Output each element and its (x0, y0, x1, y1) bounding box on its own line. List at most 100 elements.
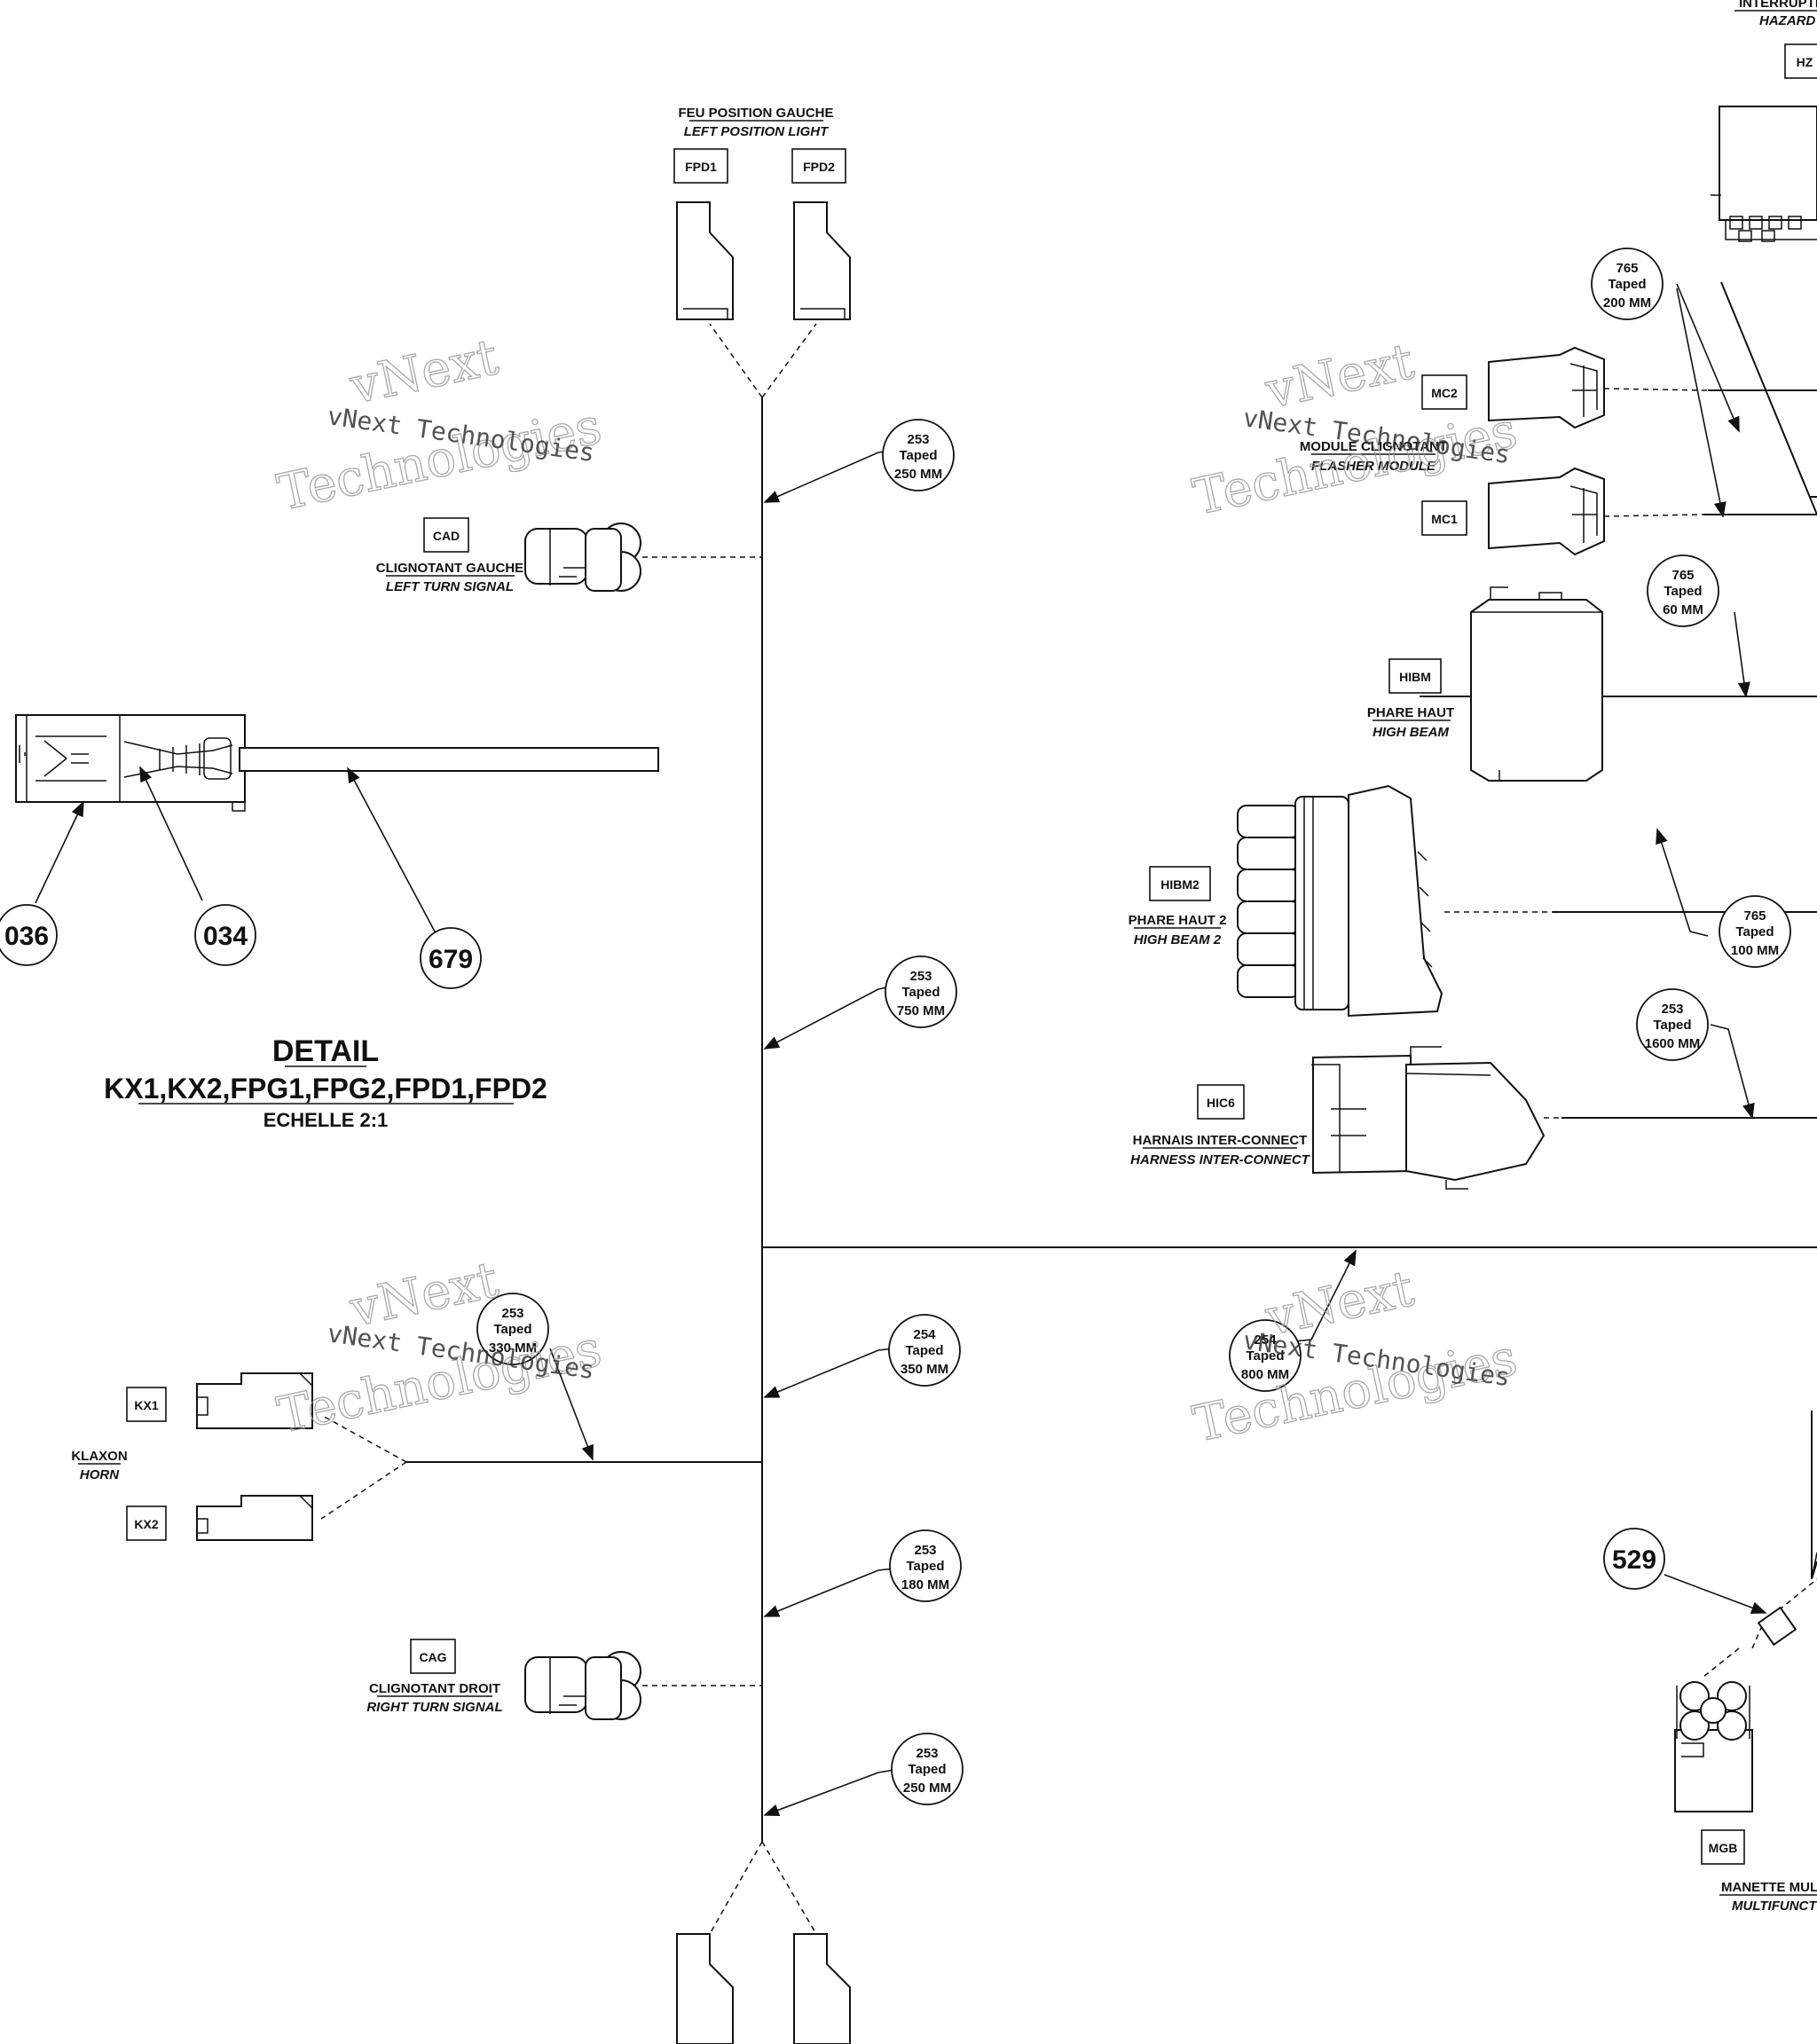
flasher-module-fr-label: MODULE CLIGNOTANT (1300, 439, 1447, 454)
svg-text:250 MM: 250 MM (903, 1781, 951, 1796)
high-beam: HIBM PHARE HAUT HIGH BEAM (1367, 586, 1603, 782)
bottom-terminals (676, 1933, 851, 2044)
svg-text:253: 253 (1661, 1002, 1683, 1017)
relay-icon (1470, 586, 1603, 782)
svg-text:60 MM: 60 MM (1663, 602, 1703, 617)
horn-terminal-icon (196, 1372, 313, 1429)
detail-subtitle: KX1,KX2,FPG1,FPG2,FPD1,FPD2 (104, 1073, 547, 1105)
svg-text:Taped: Taped (493, 1322, 531, 1337)
callout-529 (1603, 1528, 1665, 1590)
high-beam-en-label: HIGH BEAM (1373, 725, 1449, 740)
terminal-icon (676, 201, 734, 320)
left-turn-signal-en-label: LEFT TURN SIGNAL (386, 579, 514, 594)
left-position-light-fr-label: FEU POSITION GAUCHE (678, 106, 833, 121)
connector-tag-mc2 (1421, 374, 1467, 410)
svg-text:254: 254 (913, 1327, 936, 1342)
svg-text:350 MM: 350 MM (901, 1362, 948, 1377)
connector-code-hic6: HIC6 (1207, 1096, 1235, 1110)
terminal-icon (793, 201, 851, 320)
svg-text:254: 254 (1254, 1333, 1277, 1348)
splice-icon (1757, 1606, 1797, 1647)
left-position-light: FEU POSITION GAUCHE LEFT POSITION LIGHT … (673, 106, 851, 320)
connector-code-mc2: MC2 (1431, 386, 1458, 400)
connector-code-hz: HZ (1797, 55, 1813, 69)
svg-text:vNext: vNext (344, 328, 503, 416)
connector-tag-hibm (1388, 658, 1442, 694)
svg-text:Taped: Taped (901, 985, 940, 1000)
callout-036-text: 036 (4, 922, 49, 951)
connector-tag-fpd2 (791, 148, 846, 184)
right-turn-signal: CAG CLIGNOTANT DROIT RIGHT TURN SIGNAL (366, 1639, 641, 1720)
connector-plug-icon (1488, 467, 1605, 556)
length-bubble-b10: 253 Taped 1600 MM (1636, 988, 1709, 1061)
connector-tag-hz (1784, 43, 1817, 79)
svg-text:Taped: Taped (1664, 584, 1702, 599)
multifunction-fr-label: MANETTE MULTI (1721, 1880, 1817, 1895)
bullet-connector-icon (524, 523, 641, 592)
flasher-module-en-label: FLASHER MODULE (1311, 459, 1436, 474)
left-turn-signal: CAD CLIGNOTANT GAUCHE LEFT TURN SIGNAL (376, 517, 641, 594)
length-bubble-b2: 253 Taped 750 MM (885, 955, 957, 1028)
horn-en-label: HORN (80, 1467, 120, 1482)
svg-text:765: 765 (1616, 261, 1638, 276)
connector-tag-cag (410, 1639, 456, 1674)
svg-text:Taped: Taped (1653, 1018, 1691, 1033)
hazard-switch: INTERRUPTEUR HAZARD S HZ (1711, 0, 1817, 242)
high-beam-2-en-label: HIGH BEAM 2 (1134, 932, 1222, 947)
svg-text:253: 253 (909, 969, 932, 984)
length-bubble-b7: 765 Taped 200 MM (1591, 248, 1664, 320)
connector-code-fpd1: FPD1 (685, 160, 717, 174)
connector-code-hibm2: HIBM2 (1160, 877, 1200, 892)
connector-tag-fpd1 (673, 148, 728, 184)
svg-text:100 MM: 100 MM (1731, 943, 1779, 958)
harness-inter-connect-en-label: HARNESS INTER-CONNECT (1130, 1152, 1311, 1167)
svg-text:Taped: Taped (906, 1559, 944, 1574)
svg-text:330 MM: 330 MM (489, 1340, 537, 1356)
connector-code-mgb: MGB (1709, 1841, 1738, 1855)
connector-code-kx1: KX1 (134, 1398, 158, 1412)
callout-679-text: 679 (429, 945, 473, 974)
length-bubble-b8: 765 Taped 60 MM (1647, 554, 1719, 627)
svg-text:Taped: Taped (1608, 277, 1646, 292)
connector-tag-hic6 (1197, 1084, 1245, 1120)
svg-text:765: 765 (1671, 568, 1694, 583)
svg-text:765: 765 (1743, 908, 1766, 924)
horn-fr-label: KLAXON (71, 1449, 127, 1464)
svg-text:vNext: vNext (1260, 333, 1419, 421)
svg-text:800 MM: 800 MM (1241, 1367, 1289, 1382)
connector-code-mc1: MC1 (1431, 512, 1458, 526)
horn-terminal-icon (196, 1495, 313, 1541)
svg-text:1600 MM: 1600 MM (1645, 1036, 1701, 1051)
svg-text:253: 253 (501, 1306, 523, 1321)
svg-text:250 MM: 250 MM (894, 467, 942, 482)
multifunction-switch: 529 MGB MANETTE MULTI MULTIFUNCTIO (1603, 1528, 1817, 1914)
length-bubble-b3: 253 Taped 330 MM (476, 1293, 549, 1365)
connector-tag-cad (423, 517, 469, 553)
callout-034 (194, 904, 256, 966)
hazard-switch-en-label: HAZARD S (1759, 13, 1817, 28)
flasher-module: MC2 MC1 MODULE CLIGNOTANT FLASHER MODULE (1300, 346, 1605, 556)
length-bubble-b11: 254 Taped 800 MM (1229, 1319, 1302, 1392)
high-beam-2-fr-label: PHARE HAUT 2 (1129, 913, 1227, 928)
connector-plug-icon (1488, 346, 1605, 429)
multi-pin-connector-icon (1237, 784, 1443, 1018)
high-beam-fr-label: PHARE HAUT (1367, 705, 1454, 720)
svg-text:253: 253 (914, 1543, 936, 1558)
svg-text:Taped: Taped (899, 448, 937, 463)
connector-tag-mgb (1701, 1829, 1745, 1865)
left-turn-signal-fr-label: CLIGNOTANT GAUCHE (376, 561, 523, 576)
length-bubble-b4: 254 Taped 350 MM (888, 1314, 961, 1387)
harness-inter-connect: HIC6 HARNAIS INTER-CONNECT HARNESS INTER… (1130, 1046, 1546, 1190)
callout-679 (420, 927, 482, 989)
horn: KX1 KX2 KLAXON HORN (71, 1372, 313, 1541)
hazard-switch-fr-label: INTERRUPTEUR (1739, 0, 1817, 11)
harness-inter-connect-fr-label: HARNAIS INTER-CONNECT (1133, 1133, 1308, 1148)
svg-text:750 MM: 750 MM (897, 1003, 945, 1018)
connector-tag-kx2 (126, 1505, 167, 1541)
length-bubble-b9: 765 Taped 100 MM (1719, 895, 1791, 968)
right-turn-signal-fr-label: CLIGNOTANT DROIT (369, 1681, 500, 1696)
connector-code-kx2: KX2 (134, 1517, 158, 1531)
detail-title: DETAIL (272, 1034, 379, 1068)
switch-body-icon (1711, 106, 1817, 242)
